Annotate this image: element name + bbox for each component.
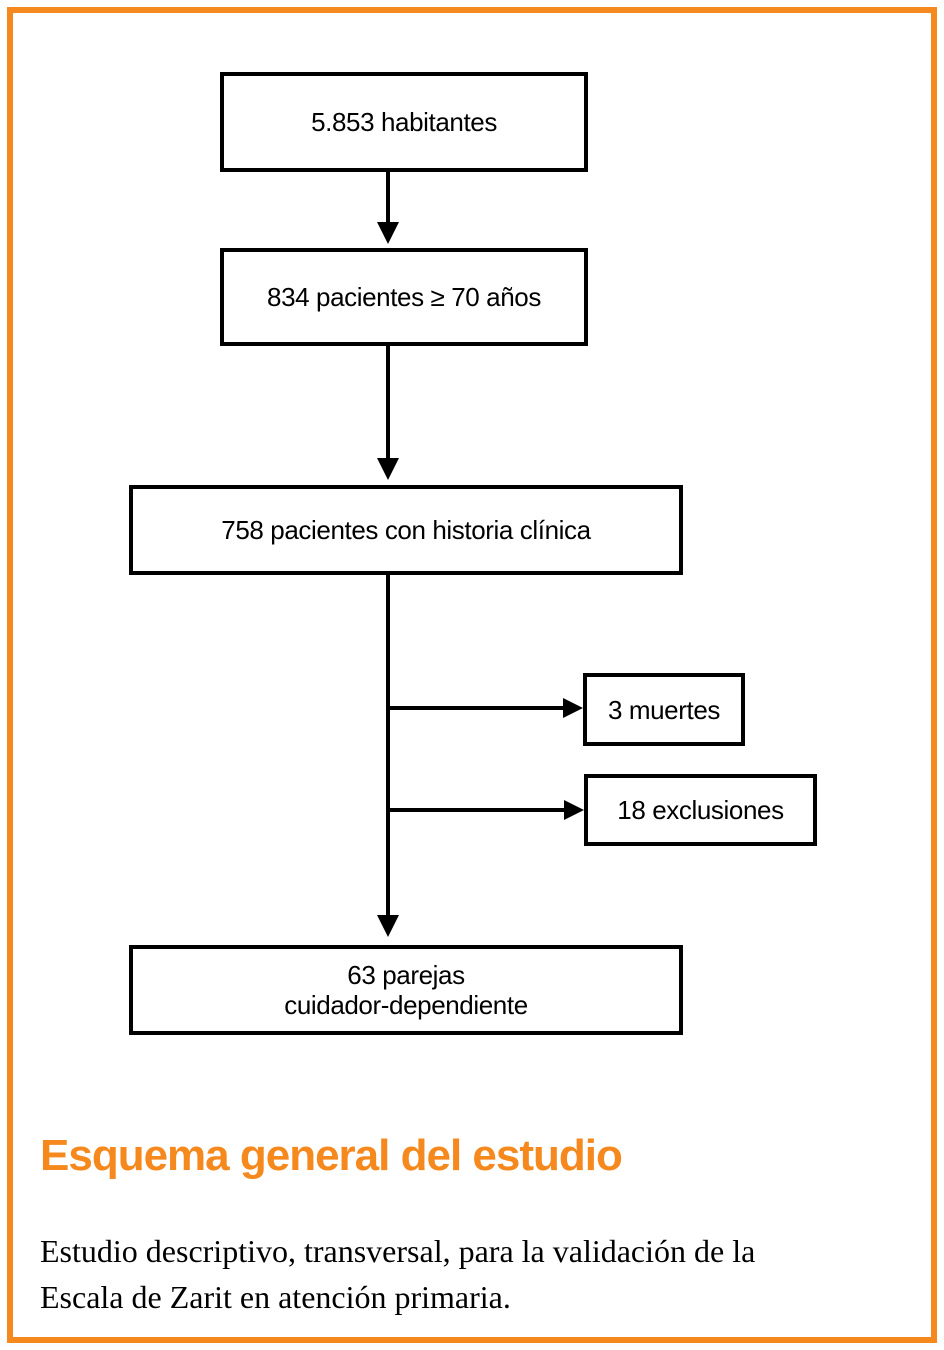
flow-node-parejas-line1: 63 parejas <box>347 960 465 990</box>
connector-historia-exclusiones <box>388 808 564 812</box>
arrowhead-down-icon <box>377 915 399 937</box>
flow-node-muertes-label: 3 muertes <box>607 694 720 725</box>
flow-node-exclusiones: 18 exclusiones <box>584 774 817 846</box>
flow-node-pacientes-70-label: 834 pacientes ≥ 70 años <box>267 282 541 312</box>
flow-node-exclusiones-label: 18 exclusiones <box>617 795 784 825</box>
flow-node-pacientes-70: 834 pacientes ≥ 70 años <box>220 248 588 346</box>
arrowhead-down-icon <box>377 222 399 244</box>
flow-node-parejas-line2: cuidador-dependiente <box>284 990 528 1020</box>
figure-title: Esquema general del estudio <box>40 1131 623 1180</box>
arrowhead-down-icon <box>377 458 399 480</box>
connector-habitantes-pacientes <box>386 172 390 222</box>
figure-caption-line2: Escala de Zarit en atención primaria. <box>40 1279 511 1315</box>
connector-historia-muertes <box>388 706 563 710</box>
flow-node-historia-clinica: 758 pacientes con historia clínica <box>129 485 683 575</box>
connector-pacientes-historia <box>386 346 390 458</box>
flow-node-habitantes-label: 5.853 habitantes <box>311 107 497 137</box>
connector-historia-parejas <box>386 575 390 915</box>
arrowhead-right-icon <box>563 698 583 718</box>
flow-node-habitantes: 5.853 habitantes <box>220 72 588 172</box>
figure-caption-line1: Estudio descriptivo, transversal, para l… <box>40 1233 756 1269</box>
flow-node-parejas: 63 parejas cuidador-dependiente <box>129 945 683 1035</box>
flow-node-historia-clinica-label: 758 pacientes con historia clínica <box>221 515 591 545</box>
flow-node-muertes: 3 muertes <box>583 673 745 746</box>
figure-caption: Estudio descriptivo, transversal, para l… <box>40 1228 755 1320</box>
arrowhead-right-icon <box>564 800 584 820</box>
